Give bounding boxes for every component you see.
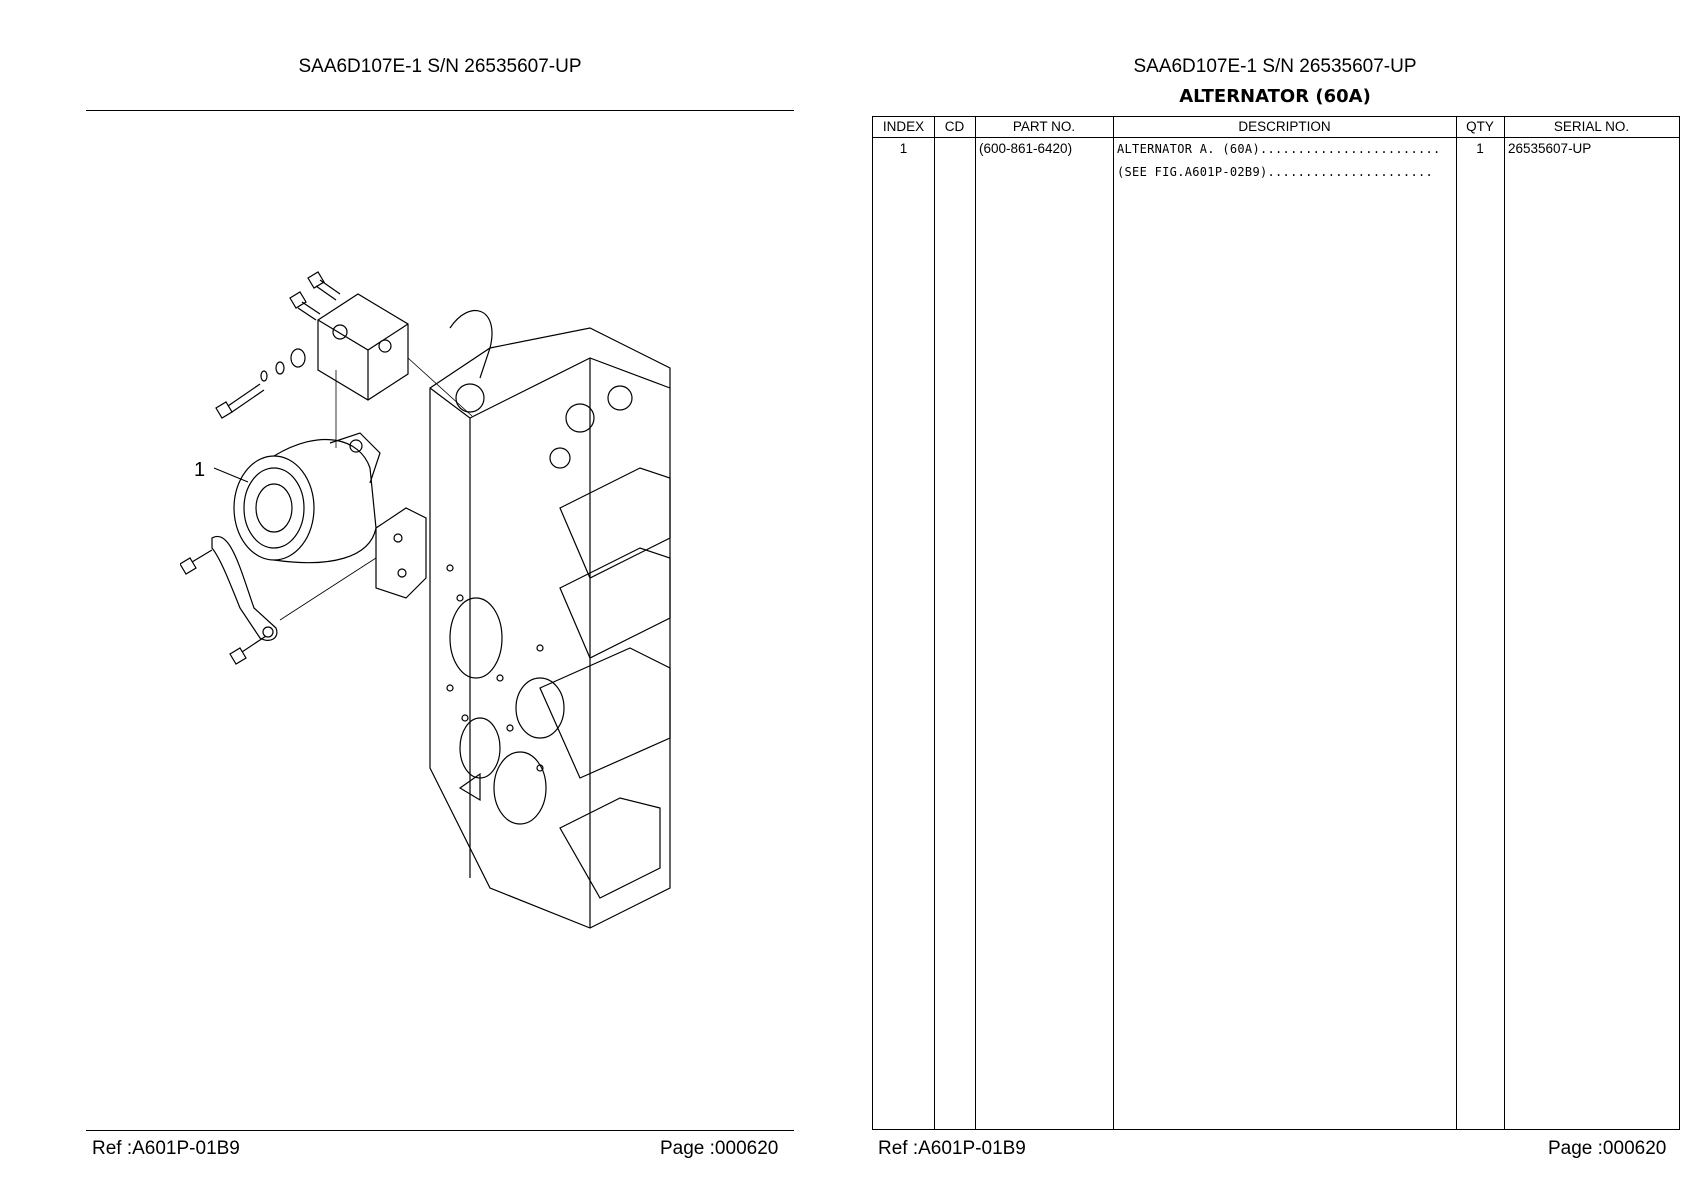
adjusting-arm-drawing xyxy=(211,535,278,641)
left-ref-label: Ref :A601P-01B9 xyxy=(92,1138,240,1159)
left-footer-rule xyxy=(86,1130,794,1131)
small-bolt-drawings xyxy=(180,549,267,665)
mounting-bracket-drawing xyxy=(375,507,427,599)
alternator-assembly-illustration: 1 xyxy=(180,271,671,929)
table-header: INDEX CD PART NO. DESCRIPTION QTY SERIAL… xyxy=(873,117,1679,138)
washer-drawings xyxy=(260,348,306,382)
qty-column xyxy=(1456,117,1505,1129)
header-index: INDEX xyxy=(882,119,925,134)
left-page-title: SAA6D107E-1 S/N 26535607-UP xyxy=(298,56,582,77)
right-page-title: SAA6D107E-1 S/N 26535607-UP xyxy=(1133,56,1417,77)
header-qty: QTY xyxy=(1466,119,1494,134)
row-description: (SEE FIG.A601P-02B9)....................… xyxy=(1117,165,1434,179)
header-part-no: PART NO. xyxy=(1012,119,1076,134)
alternator-drawing xyxy=(233,432,381,564)
left-header-rule xyxy=(86,110,794,111)
header-description: DESCRIPTION xyxy=(1238,119,1331,134)
index-column xyxy=(873,117,935,1129)
long-bolt-drawing xyxy=(215,383,265,419)
engine-block-drawing xyxy=(429,310,671,929)
right-page-number: Page :000620 xyxy=(1548,1138,1667,1159)
top-bolt-drawing xyxy=(307,271,341,301)
parts-table: INDEX CD PART NO. DESCRIPTION QTY SERIAL… xyxy=(872,116,1680,1130)
description-column xyxy=(1113,117,1457,1129)
part-no-column xyxy=(975,117,1114,1129)
right-ref-label: Ref :A601P-01B9 xyxy=(878,1138,1026,1159)
left-page-number: Page :000620 xyxy=(660,1138,779,1159)
row-part-no: (600-861-6420) xyxy=(979,141,1073,156)
row-description: ALTERNATOR A. (60A).....................… xyxy=(1117,142,1441,156)
header-serial-no: SERIAL NO. xyxy=(1553,119,1630,134)
second-bolt-drawing xyxy=(289,291,321,321)
callout-label: 1 xyxy=(194,459,205,481)
bracket-block-drawing xyxy=(317,293,409,401)
right-page-subtitle: ALTERNATOR (60A) xyxy=(1179,86,1371,107)
row-serial-no: 26535607-UP xyxy=(1508,141,1592,156)
row-qty: 1 xyxy=(1476,141,1484,156)
cd-column xyxy=(934,117,976,1129)
header-cd: CD xyxy=(944,119,965,134)
row-index: 1 xyxy=(899,141,908,156)
